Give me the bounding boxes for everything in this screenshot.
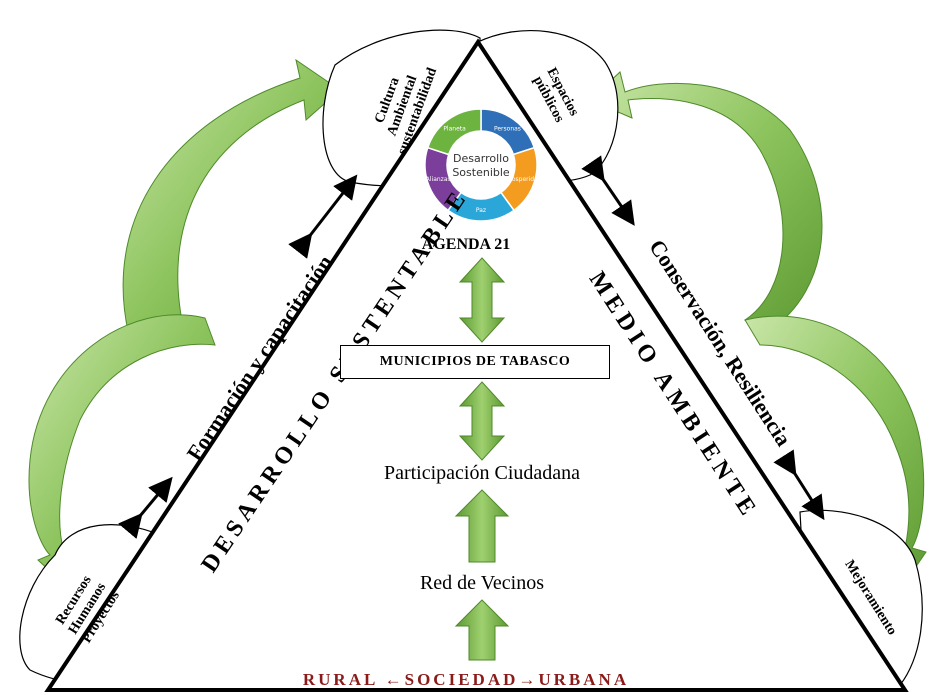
double-arrow-left-top [288,174,358,259]
bottom-sociedad-text: RURAL ←SOCIEDAD→URBANA [302,670,630,689]
agenda-title: AGENDA 21 [421,236,511,253]
wheel-center-line1: Desarrollo [453,152,509,165]
wheel-center [447,131,515,199]
wheel-center-line2: Sostenible [452,166,510,179]
double-arrow-right-bottom [773,449,825,521]
double-arrow-left-bottom [118,476,173,539]
wheel-segment-label: Prosperidad [506,176,542,183]
municipios-box: MUNICIPIOS DE TABASCO [340,345,610,379]
curved-arrow-left-top [122,58,341,341]
green-double-arrow-middle [458,381,506,461]
green-double-arrow-top [458,257,506,343]
double-arrow-right-top [581,155,635,226]
wheel-segment-label: Alianzas [426,176,451,183]
municipios-label: MUNICIPIOS DE TABASCO [379,354,571,369]
curved-arrow-right-bottom [744,315,927,592]
wheel-segment-label: Personas [494,126,521,133]
green-up-arrow-bottom [454,599,510,661]
wheel-segment-label: Paz [476,207,486,214]
green-up-arrow-middle [454,489,510,563]
participacion-label: Participación Ciudadana [383,462,581,484]
wheel-segment-label: Planeta [443,126,466,133]
red-vecinos-label: Red de Vecinos [419,572,545,594]
